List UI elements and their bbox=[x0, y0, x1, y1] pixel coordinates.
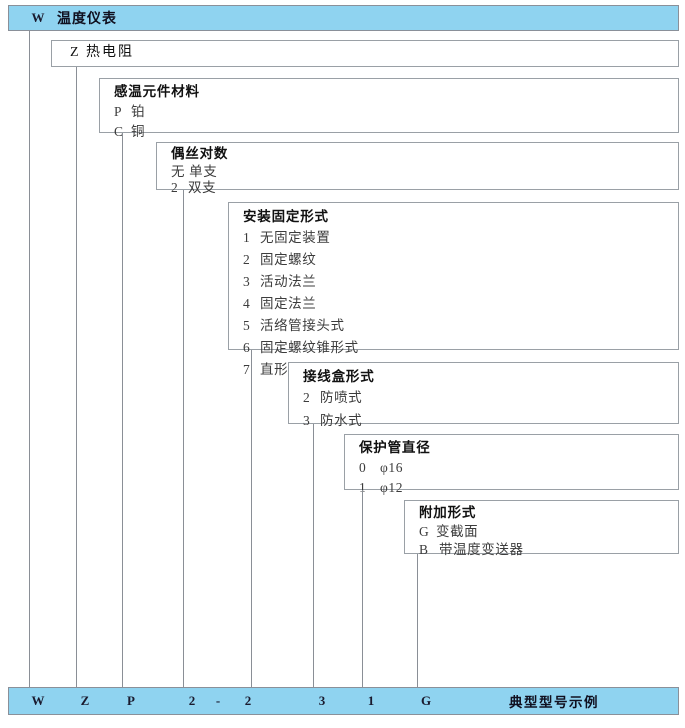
option-key: 7 bbox=[243, 361, 251, 377]
option-key: 3 bbox=[303, 412, 311, 428]
leader-line-z bbox=[76, 67, 77, 687]
option-row: 2 固定螺纹 bbox=[243, 249, 678, 271]
box-wire-pair-count-title: 偶丝对数 bbox=[171, 146, 229, 161]
box-thermal-resistance: Z 热电阻 bbox=[51, 40, 679, 67]
option-row: 1 无固定装置 bbox=[243, 227, 678, 249]
leader-line-mounting bbox=[251, 350, 252, 687]
option-row: 2 双支 bbox=[171, 180, 678, 197]
box-protection-tube-diameter-title: 保护管直径 bbox=[359, 440, 431, 455]
example-code-additional: G bbox=[420, 693, 432, 708]
title-bar-label: 温度仪表 bbox=[57, 12, 117, 27]
option-text: 无固定装置 bbox=[259, 229, 331, 245]
box-additional-type-title: 附加形式 bbox=[419, 505, 477, 520]
option-key: B bbox=[419, 542, 429, 558]
leader-line-additional bbox=[417, 554, 418, 687]
example-code-tube: 1 bbox=[367, 693, 375, 708]
example-code-pair: 2 bbox=[188, 693, 196, 708]
box-protection-tube-diameter: 保护管直径 0 φ16 1 φ12 bbox=[344, 434, 679, 495]
option-text: 活络管接头式 bbox=[259, 317, 345, 333]
option-key: 1 bbox=[243, 229, 251, 245]
option-text: 固定法兰 bbox=[259, 295, 317, 311]
option-text: 带温度变送器 bbox=[438, 542, 524, 558]
box-mounting-fixing-type: 安装固定形式 1 无固定装置 2 固定螺纹 3 活动法兰 4 固定法兰 5 活络… bbox=[228, 202, 679, 377]
title-bar: W 温度仪表 bbox=[8, 5, 679, 31]
option-text: 变截面 bbox=[435, 523, 479, 539]
box-additional-type: 附加形式 G 变截面 B 带温度变送器 bbox=[404, 500, 679, 557]
option-key: 0 bbox=[359, 459, 367, 475]
option-text: 铂 bbox=[130, 103, 146, 119]
option-row: P 铂 bbox=[114, 102, 678, 122]
option-row: 3 防水式 bbox=[303, 410, 678, 433]
option-row: 3 活动法兰 bbox=[243, 271, 678, 293]
option-text: 双支 bbox=[187, 180, 217, 196]
leader-line-tube bbox=[362, 490, 363, 687]
option-key: 无 bbox=[171, 163, 186, 179]
leader-line-pair bbox=[183, 190, 184, 687]
box-junction-box-type: 接线盒形式 2 防喷式 3 防水式 bbox=[288, 362, 679, 428]
box-thermal-resistance-title: Z 热电阻 bbox=[70, 45, 135, 61]
option-key: P bbox=[114, 103, 123, 119]
option-text: 固定螺纹锥形式 bbox=[259, 339, 359, 355]
leader-line-w bbox=[29, 31, 30, 687]
option-row: 5 活络管接头式 bbox=[243, 315, 678, 337]
example-code-dash: - bbox=[215, 693, 221, 708]
option-text: 防水式 bbox=[319, 412, 363, 428]
option-key: 5 bbox=[243, 317, 251, 333]
leader-line-p bbox=[122, 133, 123, 687]
option-key: 2 bbox=[303, 389, 311, 405]
box-wire-pair-count: 偶丝对数 无 单支 2 双支 bbox=[156, 142, 679, 195]
example-code-w: W bbox=[31, 693, 45, 708]
option-key: G bbox=[419, 523, 430, 539]
example-note: 典型型号示例 bbox=[509, 695, 599, 710]
option-key: 3 bbox=[243, 273, 251, 289]
option-text: 固定螺纹 bbox=[259, 251, 317, 267]
option-key: 2 bbox=[243, 251, 251, 267]
option-key: 2 bbox=[171, 180, 179, 196]
option-row: 无 单支 bbox=[171, 164, 678, 181]
leader-line-junction bbox=[313, 424, 314, 687]
example-code-p: P bbox=[127, 693, 135, 708]
option-row: B 带温度变送器 bbox=[419, 541, 678, 560]
example-code-mounting: 2 bbox=[244, 693, 252, 708]
bottom-example-bar: W Z P 2 - 2 3 1 G 典型型号示例 bbox=[8, 687, 679, 715]
option-key: C bbox=[114, 123, 124, 139]
example-code-junction: 3 bbox=[318, 693, 326, 708]
box-sensing-element-material-title: 感温元件材料 bbox=[114, 84, 200, 99]
option-text: φ12 bbox=[379, 480, 404, 496]
option-row: 6 固定螺纹锥形式 bbox=[243, 337, 678, 359]
option-text: 活动法兰 bbox=[259, 273, 317, 289]
option-key: 4 bbox=[243, 295, 251, 311]
box-junction-box-type-title: 接线盒形式 bbox=[303, 369, 375, 384]
option-key: 1 bbox=[359, 480, 367, 496]
option-row: 0 φ16 bbox=[359, 458, 678, 479]
option-text: φ16 bbox=[379, 459, 404, 475]
option-key: 6 bbox=[243, 339, 251, 355]
title-bar-code: W bbox=[31, 10, 45, 25]
option-row: 1 φ12 bbox=[359, 478, 678, 499]
option-row: 4 固定法兰 bbox=[243, 293, 678, 315]
option-row: 2 防喷式 bbox=[303, 387, 678, 410]
box-mounting-fixing-type-title: 安装固定形式 bbox=[243, 209, 329, 224]
box-sensing-element-material: 感温元件材料 P 铂 C 铜 bbox=[99, 78, 679, 139]
option-row: G 变截面 bbox=[419, 523, 678, 542]
option-text: 单支 bbox=[189, 163, 218, 179]
option-text: 防喷式 bbox=[319, 389, 363, 405]
option-row: C 铜 bbox=[114, 122, 678, 142]
example-code-z: Z bbox=[80, 693, 90, 708]
option-text: 铜 bbox=[130, 123, 146, 139]
